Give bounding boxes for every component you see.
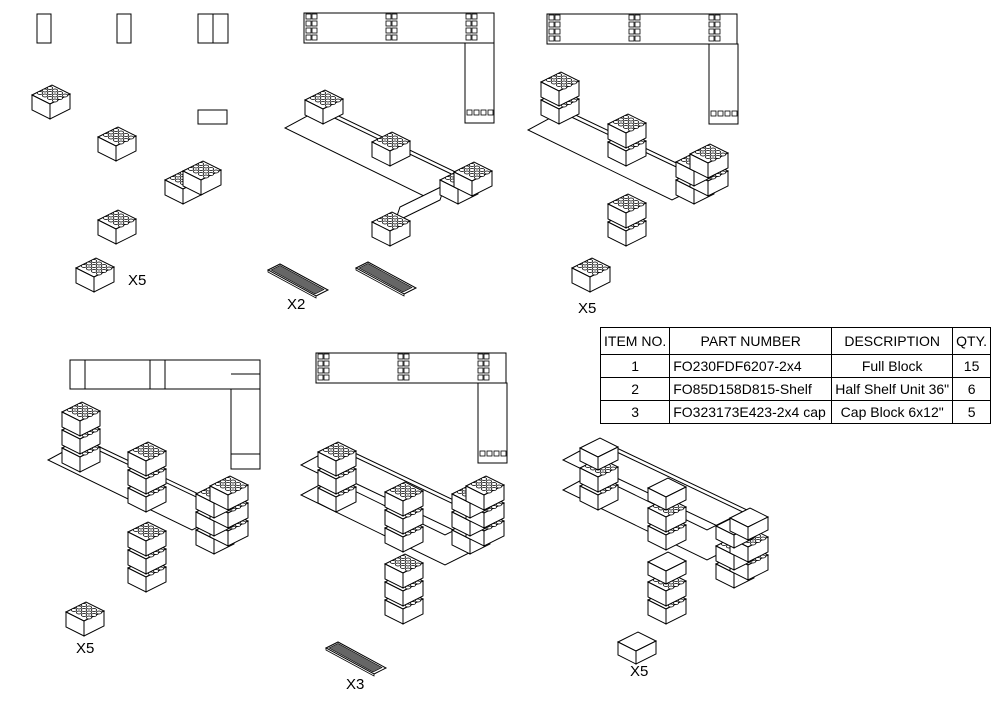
step-2-quantity-label: X2 bbox=[287, 296, 306, 313]
bom-item-no: 3 bbox=[599, 400, 671, 424]
bom-header-row: ITEM NO. PART NUMBER DESCRIPTION QTY. bbox=[599, 327, 992, 355]
step-3-view bbox=[526, 13, 739, 293]
bom-header-description: DESCRIPTION bbox=[831, 327, 954, 355]
bom-item-no: 1 bbox=[599, 354, 671, 378]
step-5-quantity-label: X3 bbox=[346, 676, 365, 693]
bom-part-number: FO323173E423-2x4 cap bbox=[669, 400, 833, 424]
bill-of-materials-table: ITEM NO. PART NUMBER DESCRIPTION QTY. 1 … bbox=[599, 327, 992, 424]
step-5-view bbox=[299, 352, 508, 677]
table-row: 2 FO85D158D815-Shelf Half Shelf Unit 36"… bbox=[599, 377, 992, 401]
step-3-quantity-label: X5 bbox=[578, 300, 597, 317]
bom-description: Cap Block 6x12" bbox=[831, 400, 954, 424]
step-1-quantity-label: X5 bbox=[128, 272, 147, 289]
step-4-view bbox=[46, 359, 261, 637]
step-6-view bbox=[561, 437, 769, 665]
table-row: 1 FO230FDF6207-2x4 Full Block 15 bbox=[599, 354, 992, 378]
step-4-quantity-label: X5 bbox=[76, 640, 95, 657]
bom-description: Half Shelf Unit 36" bbox=[831, 377, 954, 401]
bom-qty: 6 bbox=[952, 377, 992, 401]
bom-header-part: PART NUMBER bbox=[669, 327, 833, 355]
bom-item-no: 2 bbox=[599, 377, 671, 401]
step-1-view bbox=[31, 13, 229, 293]
step-6-quantity-label: X5 bbox=[630, 663, 649, 680]
step-2-view bbox=[267, 12, 495, 299]
bom-part-number: FO230FDF6207-2x4 bbox=[669, 354, 833, 378]
bom-description: Full Block bbox=[831, 354, 954, 378]
bom-header-qty: QTY. bbox=[952, 327, 992, 355]
bom-qty: 15 bbox=[952, 354, 992, 378]
table-row: 3 FO323173E423-2x4 cap Cap Block 6x12" 5 bbox=[599, 400, 992, 424]
bom-qty: 5 bbox=[952, 400, 992, 424]
bom-part-number: FO85D158D815-Shelf bbox=[669, 377, 833, 401]
bom-header-item: ITEM NO. bbox=[599, 327, 671, 355]
